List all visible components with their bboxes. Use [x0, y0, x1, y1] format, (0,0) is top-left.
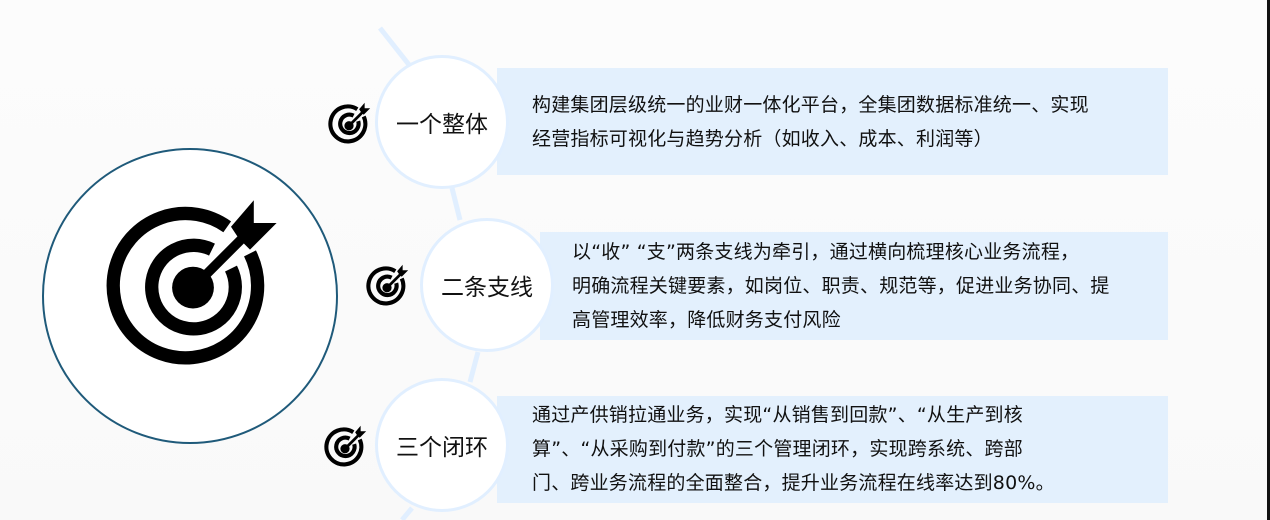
description-panel-2: 以“收” “支”两条支线为牵引，通过横向梳理核心业务流程， 明确流程关键要素，如… [540, 232, 1168, 340]
node-circle-2: 二条支线 [420, 218, 554, 352]
description-line: 以“收” “支”两条支线为牵引，通过横向梳理核心业务流程， [572, 241, 1080, 263]
description-line: 明确流程关键要素，如岗位、职责、规范等，促进业务协同、提 [572, 275, 1110, 297]
target-arrow-icon [328, 102, 371, 144]
target-arrow-icon [106, 200, 277, 365]
description-line: 高管理效率，降低财务支付风险 [572, 309, 841, 331]
node-title-2: 二条支线 [441, 275, 533, 301]
target-arrow-icon [366, 264, 409, 306]
node-circle-3: 三个闭环 [375, 378, 509, 512]
node-circle-1: 一个整体 [375, 55, 509, 189]
node-title-3: 三个闭环 [396, 435, 488, 461]
description-line: 通过产供销拉通业务，实现“从销售到回款”、“从生产到核 [532, 404, 1023, 426]
description-line: 算”、“从采购到付款”的三个管理闭环，实现跨系统、跨部 [532, 438, 1023, 460]
description-panel-1: 构建集团层级统一的业财一体化平台，全集团数据标准统一、实现 经营指标可视化与趋势… [497, 68, 1168, 175]
description-line: 门、跨业务流程的全面整合，提升业务流程在线率达到80%。 [532, 472, 1055, 494]
description-line: 经营指标可视化与趋势分析（如收入、成本、利润等） [532, 128, 993, 150]
description-line: 构建集团层级统一的业财一体化平台，全集团数据标准统一、实现 [532, 94, 1089, 116]
target-arrow-icon [324, 425, 367, 467]
node-title-1: 一个整体 [396, 112, 488, 138]
right-border-line [1267, 0, 1270, 520]
description-panel-3: 通过产供销拉通业务，实现“从销售到回款”、“从生产到核 算”、“从采购到付款”的… [497, 396, 1168, 503]
